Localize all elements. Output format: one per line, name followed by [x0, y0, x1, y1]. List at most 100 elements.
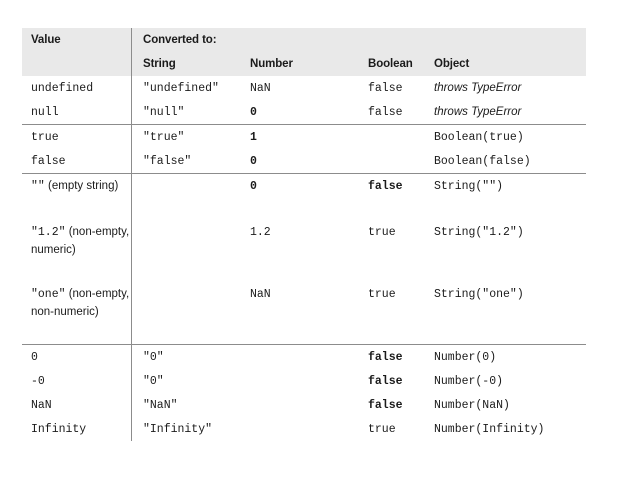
cell-string: "Infinity": [131, 417, 250, 441]
cell-object: Boolean(true): [434, 125, 586, 149]
column-header-object: Object: [434, 58, 470, 70]
cell-object: throws TypeError: [434, 100, 586, 124]
cell-value: undefined: [22, 76, 131, 100]
cell-boolean-text: false: [368, 180, 403, 193]
table-row-group: "" (empty string) 0 false String("") "1.2" (…: [22, 173, 586, 344]
cell-number-text: 1: [250, 131, 257, 144]
table-row: "one" (non-empty, non-numeric) NaN true Str…: [22, 282, 586, 344]
cell-object: Number(Infinity): [434, 417, 586, 441]
cell-string-text: "true": [143, 131, 185, 144]
cell-boolean-text: false: [368, 82, 403, 95]
cell-object: Boolean(false): [434, 149, 586, 173]
cell-object-text: String("one"): [434, 288, 524, 301]
column-header-converted-to: Converted to:: [143, 34, 217, 46]
column-header-number: Number: [250, 58, 293, 70]
cell-value: "one" (non-empty, non-numeric): [22, 282, 131, 324]
cell-string: "false": [131, 149, 250, 173]
cell-number: 0: [250, 100, 368, 124]
cell-value: null: [22, 100, 131, 124]
cell-number: 1.2: [250, 220, 368, 244]
cell-value: true: [22, 125, 131, 149]
cell-object-text: throws TypeError: [434, 106, 522, 118]
cell-string-text: "0": [143, 351, 164, 364]
cell-object-text: Number(Infinity): [434, 423, 545, 436]
cell-number-text: NaN: [250, 82, 271, 95]
cell-string-text: "false": [143, 155, 192, 168]
cell-value: Infinity: [22, 417, 131, 441]
cell-number-text: NaN: [250, 288, 271, 301]
cell-number-text: 0: [250, 106, 257, 119]
cell-boolean: false: [368, 76, 434, 100]
cell-number-text: 1.2: [250, 226, 271, 239]
cell-number: 1: [250, 125, 368, 149]
cell-object: String("one"): [434, 282, 586, 306]
cell-number: NaN: [250, 76, 368, 100]
value-code: "one": [31, 288, 66, 301]
table-row: true "true" 1 Boolean(true): [22, 125, 586, 149]
value-description: (empty string): [44, 180, 119, 192]
cell-object: throws TypeError: [434, 76, 586, 100]
column-header-string: String: [143, 58, 176, 70]
cell-object: String(""): [434, 174, 586, 198]
cell-boolean-text: true: [368, 423, 396, 436]
cell-boolean-text: false: [368, 351, 403, 364]
value-code: false: [31, 155, 66, 168]
cell-number: 0: [250, 174, 368, 198]
cell-object-text: Number(NaN): [434, 399, 510, 412]
cell-boolean: true: [368, 282, 434, 306]
value-code: true: [31, 131, 59, 144]
value-code: 0: [31, 351, 38, 364]
cell-string: "NaN": [131, 393, 250, 417]
value-description: (non-empty, numeric): [31, 226, 130, 256]
cell-boolean: false: [368, 100, 434, 124]
cell-object-text: Number(0): [434, 351, 497, 364]
cell-string: "true": [131, 125, 250, 149]
cell-boolean-text: true: [368, 288, 396, 301]
cell-value: -0: [22, 369, 131, 393]
body-vertical-divider: [131, 76, 132, 441]
table-header: Value Converted to: String Number Boolea…: [22, 28, 586, 76]
table-row: "" (empty string) 0 false String(""): [22, 174, 586, 220]
cell-boolean: false: [368, 393, 434, 417]
cell-string-text: "null": [143, 106, 185, 119]
value-code: "1.2": [31, 226, 66, 239]
cell-object-text: Boolean(true): [434, 131, 524, 144]
cell-string-text: "Infinity": [143, 423, 213, 436]
cell-number: NaN: [250, 282, 368, 306]
cell-number-text: 0: [250, 180, 257, 193]
cell-object-text: String(""): [434, 180, 504, 193]
table-row-group: undefined "undefined" NaN false throws TypeE…: [22, 76, 586, 124]
value-code: "": [31, 180, 45, 193]
cell-string-text: "NaN": [143, 399, 178, 412]
table-row: undefined "undefined" NaN false throws TypeE…: [22, 76, 586, 100]
table-row: 0 "0" false Number(0): [22, 345, 586, 369]
cell-string-text: "undefined": [143, 82, 219, 95]
cell-string: "undefined": [131, 76, 250, 100]
cell-boolean: true: [368, 417, 434, 441]
cell-object-text: Boolean(false): [434, 155, 531, 168]
cell-boolean-text: false: [368, 106, 403, 119]
table-header-row-bottom: String Number Boolean Object: [22, 52, 586, 76]
cell-boolean: false: [368, 369, 434, 393]
value-code: null: [31, 106, 59, 119]
cell-value: false: [22, 149, 131, 173]
cell-boolean-text: false: [368, 399, 403, 412]
column-header-value: Value: [31, 34, 61, 46]
cell-object-text: Number(-0): [434, 375, 504, 388]
value-code: undefined: [31, 82, 94, 95]
cell-object: Number(NaN): [434, 393, 586, 417]
cell-value: "" (empty string): [22, 174, 131, 198]
cell-object: Number(0): [434, 345, 586, 369]
cell-boolean: false: [368, 345, 434, 369]
cell-boolean: true: [368, 220, 434, 244]
cell-boolean: false: [368, 174, 434, 198]
cell-string: "0": [131, 345, 250, 369]
cell-object: String("1.2"): [434, 220, 586, 244]
cell-boolean-text: false: [368, 375, 403, 388]
cell-object-text: throws TypeError: [434, 82, 522, 94]
value-description: (non-empty, non-numeric): [31, 288, 130, 318]
